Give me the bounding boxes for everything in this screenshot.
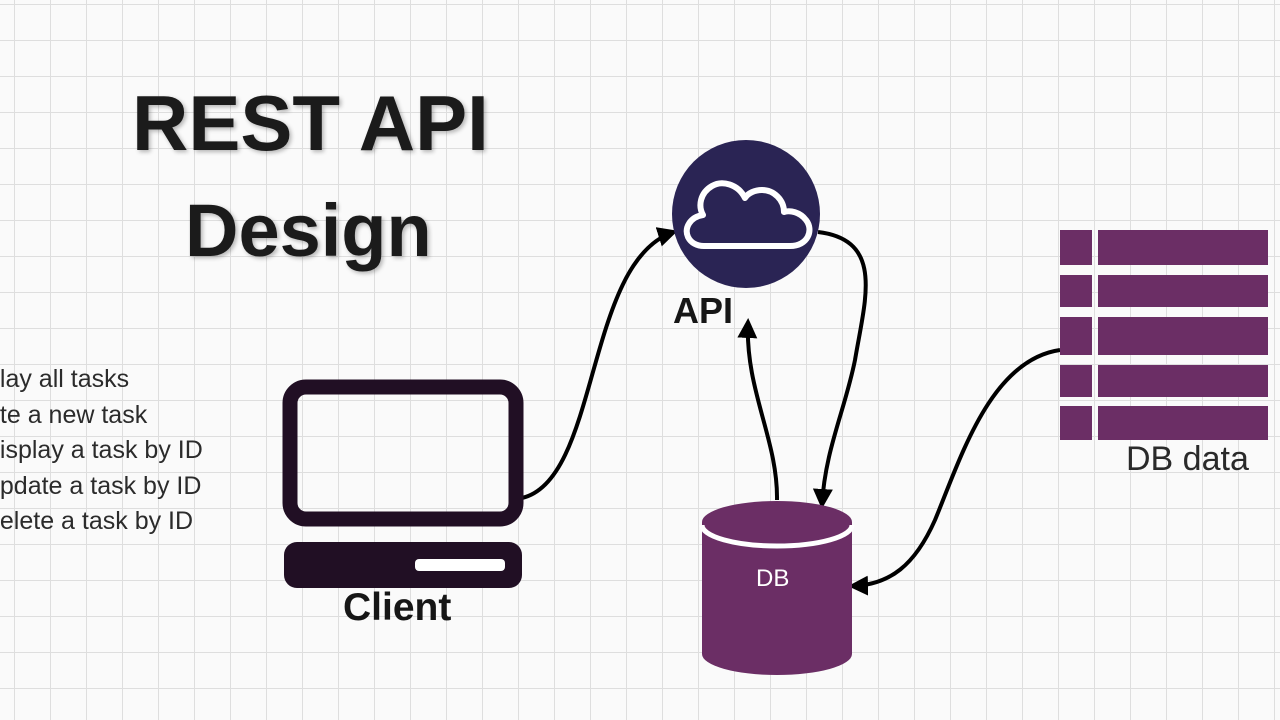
task-item: delete a task by ID — [0, 507, 194, 535]
arrow-dbdata-to-db — [848, 348, 1061, 596]
laptop-icon — [282, 379, 524, 588]
database-cylinder-icon — [699, 501, 855, 675]
title-line-2: Design — [185, 189, 432, 272]
db-label: DB — [756, 565, 790, 592]
api-label: API — [673, 290, 734, 331]
table-grid-icon — [1060, 230, 1268, 440]
arrow-db-to-api — [737, 318, 780, 501]
db-data-label: DB data — [1126, 440, 1249, 478]
task-item: update a task by ID — [0, 471, 202, 500]
client-label: Client — [343, 586, 452, 629]
cloud-icon — [683, 180, 813, 249]
task-item: play all tasks — [0, 365, 130, 393]
title-line-1: REST API — [132, 79, 489, 167]
task-list: play all tasks ate a new task display a … — [0, 362, 203, 540]
task-item: display a task by ID — [0, 436, 203, 464]
api-node — [672, 140, 820, 288]
task-item: ate a new task — [0, 400, 148, 429]
arrow-client-to-api — [521, 227, 678, 500]
arrow-api-to-db — [812, 230, 868, 509]
